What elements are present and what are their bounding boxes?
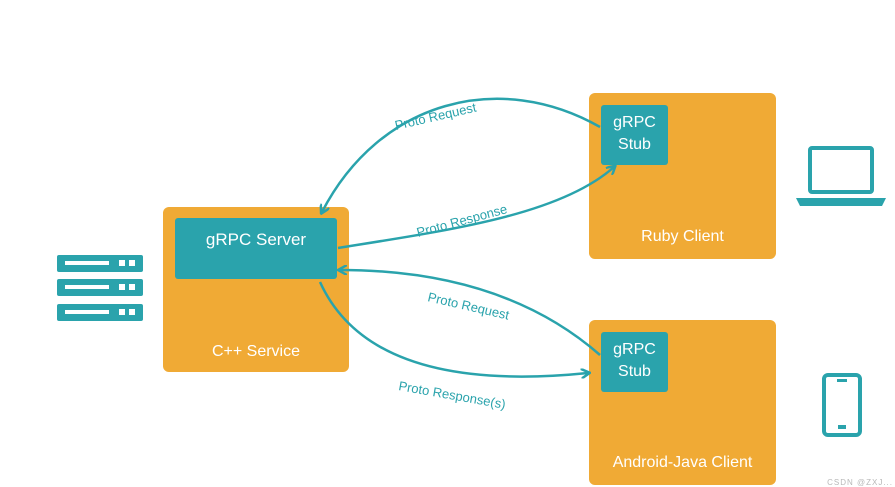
watermark-text: CSDN @ZXJ... <box>827 478 893 487</box>
android-stub-line2: Stub <box>618 363 651 380</box>
grpc-server-label: gRPC Server <box>205 230 307 249</box>
top-response-arrow <box>336 165 616 250</box>
ruby-stub-line2: Stub <box>618 136 651 153</box>
bottom-response-label: Proto Response(s) <box>397 378 506 412</box>
ruby-stub-line1: gRPC <box>613 114 656 131</box>
android-stub-line1: gRPC <box>613 341 656 358</box>
top-request-label: Proto Request <box>393 100 478 133</box>
grpc-server-box <box>175 218 337 279</box>
server-rack-icon <box>57 255 143 321</box>
android-java-client-label: Android-Java Client <box>612 454 753 471</box>
laptop-icon <box>796 146 886 206</box>
ruby-client-label: Ruby Client <box>641 228 724 245</box>
cpp-service-label: C++ Service <box>211 343 301 360</box>
android-grpc-stub-box <box>601 332 668 392</box>
ruby-grpc-stub-box <box>601 105 668 165</box>
smartphone-icon <box>822 373 862 437</box>
